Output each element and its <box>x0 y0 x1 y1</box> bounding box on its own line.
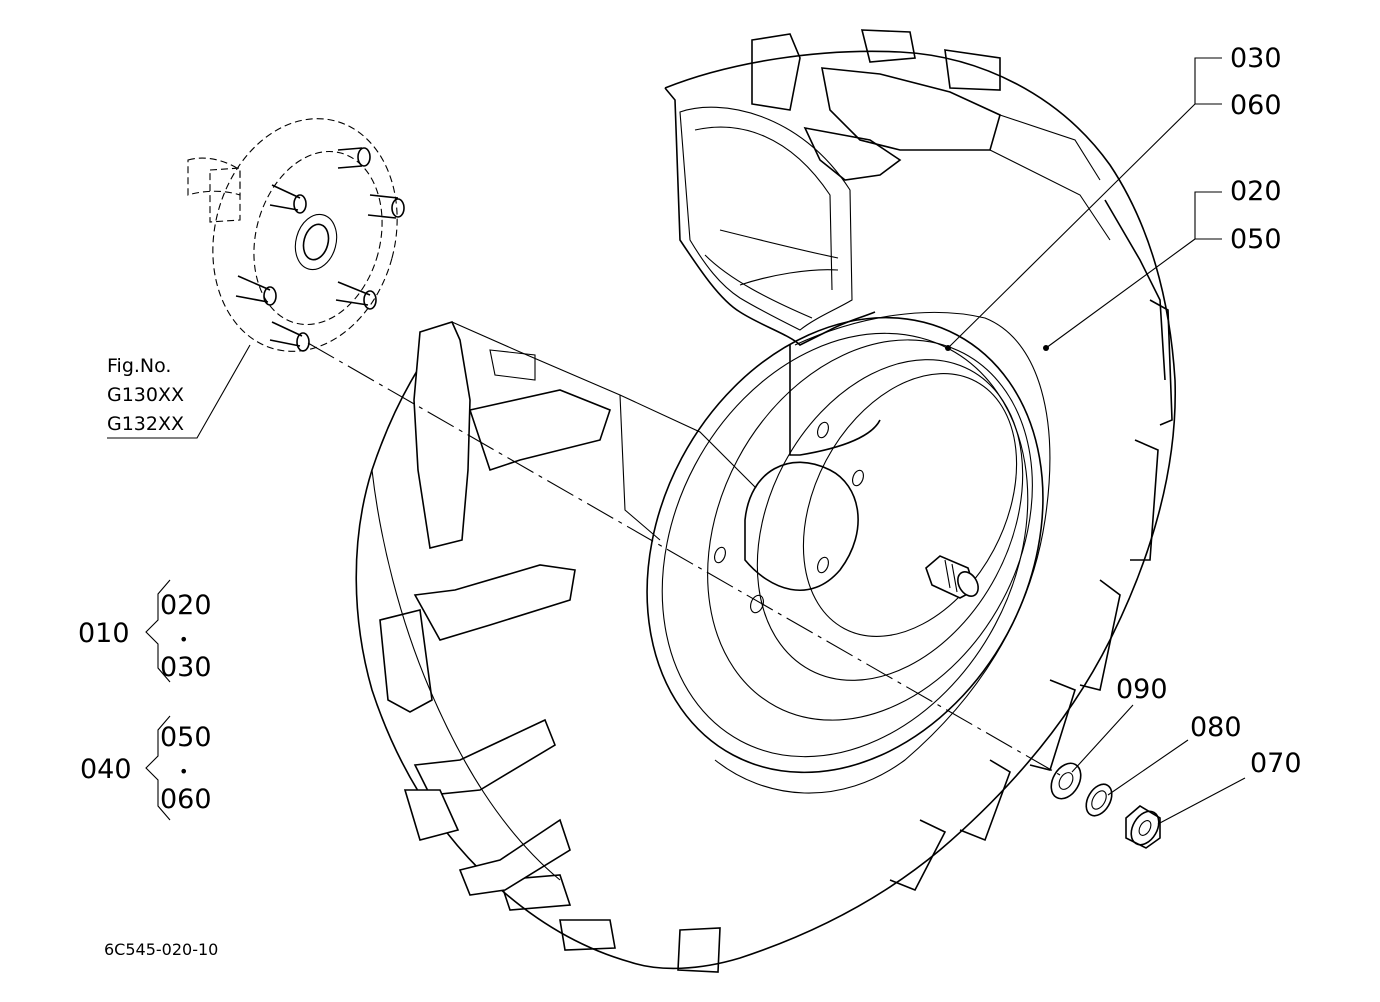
callout-070: 070 <box>1250 748 1302 779</box>
valve-stem <box>925 555 979 599</box>
hub <box>187 118 405 352</box>
assembly-040-bottom: 060 <box>160 784 212 815</box>
nut-070 <box>1125 805 1161 849</box>
spring-washer-080 <box>1085 783 1113 817</box>
assembly-010-top: 020 <box>160 590 212 621</box>
figure-ref-label: Fig.No. <box>107 355 171 377</box>
assembly-010-bottom: 030 <box>160 652 212 683</box>
callout-060: 060 <box>1230 90 1282 121</box>
drawing-code: 6C545-020-10 <box>104 940 218 959</box>
figure-ref-g132: G132XX <box>107 413 184 435</box>
hub-studs <box>235 147 405 352</box>
callout-030: 030 <box>1230 43 1282 74</box>
tire <box>355 29 1177 973</box>
assembly-040-label: 040 <box>80 754 132 785</box>
assembly-040-top: 050 <box>160 722 212 753</box>
callout-020: 020 <box>1230 176 1282 207</box>
washer-090 <box>1050 762 1082 800</box>
callout-090: 090 <box>1116 674 1168 705</box>
assembly-axis-line <box>307 342 1061 776</box>
assembly-010-sep: • <box>179 630 188 649</box>
leader-lines <box>107 57 1246 825</box>
callout-080: 080 <box>1190 712 1242 743</box>
wheel-rim <box>646 316 1044 774</box>
figure-ref-g130: G130XX <box>107 384 184 406</box>
assembly-040-sep: • <box>179 762 188 781</box>
callout-050: 050 <box>1230 224 1282 255</box>
assembly-010-label: 010 <box>78 618 130 649</box>
